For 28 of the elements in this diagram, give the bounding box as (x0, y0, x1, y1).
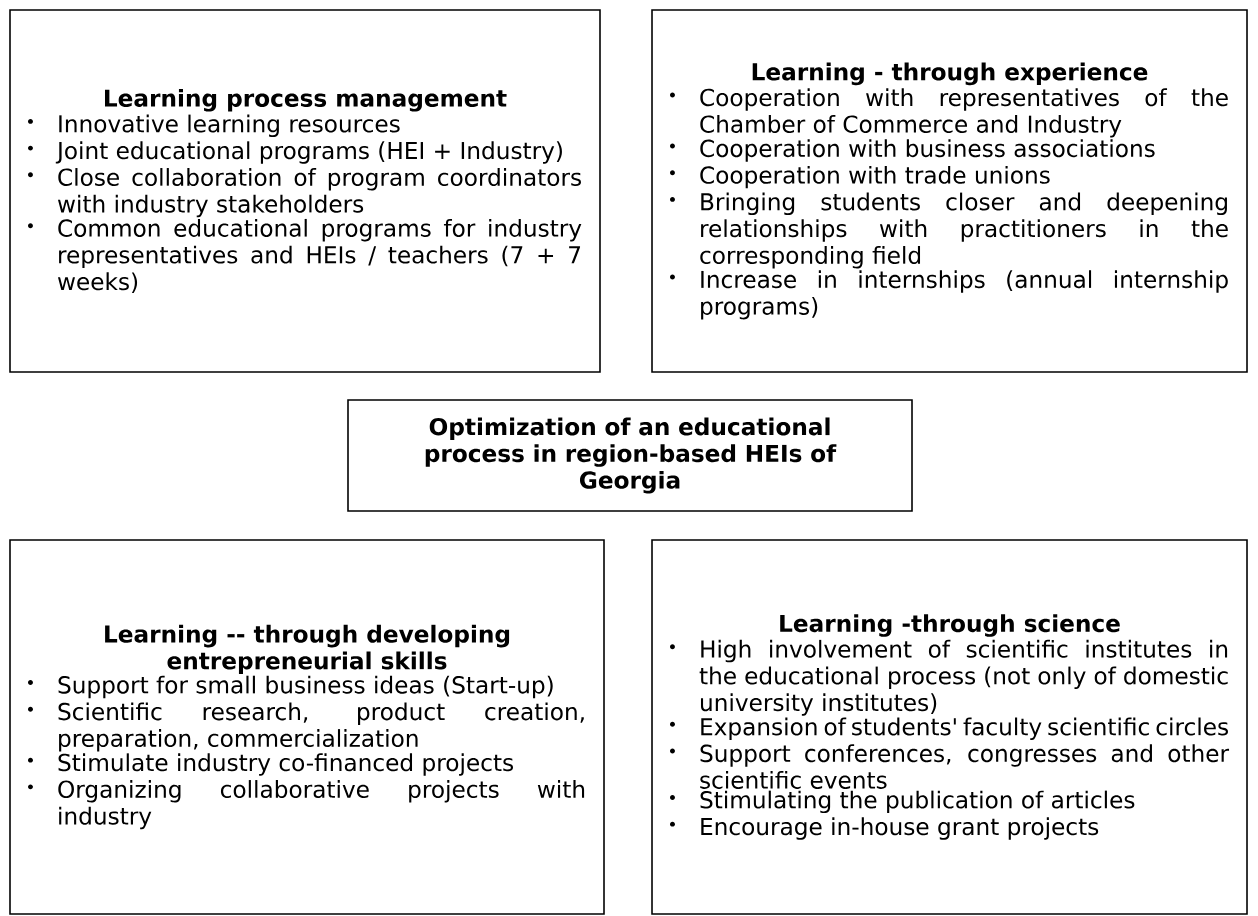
bullet-item: Cooperation with business associations (700, 139, 1155, 162)
text-box (651, 9, 1248, 373)
bullet-item: Cooperation with representatives of the Chamber of Commerce and Industry (700, 88, 1228, 138)
bullet-item: Bringing students closer and deepening relationships with practitioners in the corresponding field (700, 192, 1228, 269)
text-box (9, 539, 605, 915)
bullet-item: Joint educational programs (HEI + Industry) (55, 141, 562, 164)
bullet-item: Scientific research, product creation, preparation, commercialization (58, 702, 584, 752)
bullet-item: Close collaboration of program coordinators with industry stakeholders (57, 168, 581, 218)
box-heading: Learning - through experience (752, 62, 1148, 86)
bullet-item: Cooperation with trade unions (700, 165, 1050, 189)
bullet-item: Expansion of students' faculty scientific circles (701, 717, 1228, 740)
bullet-item: Organizing collaborative projects with industry (58, 780, 585, 830)
box-heading: Learning -- through developing entrepreneurial skills (105, 624, 510, 674)
bullet-item: Stimulating the publication of articles (700, 790, 1135, 814)
bullet-item: Increase in internships (annual internship programs) (701, 270, 1228, 320)
bullet-item: Stimulate industry co-financed projects (58, 753, 513, 776)
bullet-item: Common educational programs for industry representatives and HEIs / teachers (7 + 7 weeks) (57, 218, 582, 294)
bullet-item: Support conferences, congresses and other scientific events (700, 744, 1230, 789)
box-heading: Learning process management (105, 88, 507, 112)
box-heading: Learning -through science (780, 614, 1120, 637)
bullet-item: Innovative learning resources (59, 114, 400, 138)
text-box (347, 399, 913, 512)
text-box (9, 9, 601, 373)
text-box (651, 539, 1248, 915)
bullet-item: Encourage in-house grant projects (701, 817, 1099, 840)
bullet-item: Support for small business ideas (Start-up) (58, 675, 553, 699)
bullet-item: High involvement of scientific institutes in the educational process (not only of domestic university institutes) (699, 639, 1228, 716)
box-title: Optimization of an educational process in region-based HEIs of Georgia (425, 417, 837, 494)
